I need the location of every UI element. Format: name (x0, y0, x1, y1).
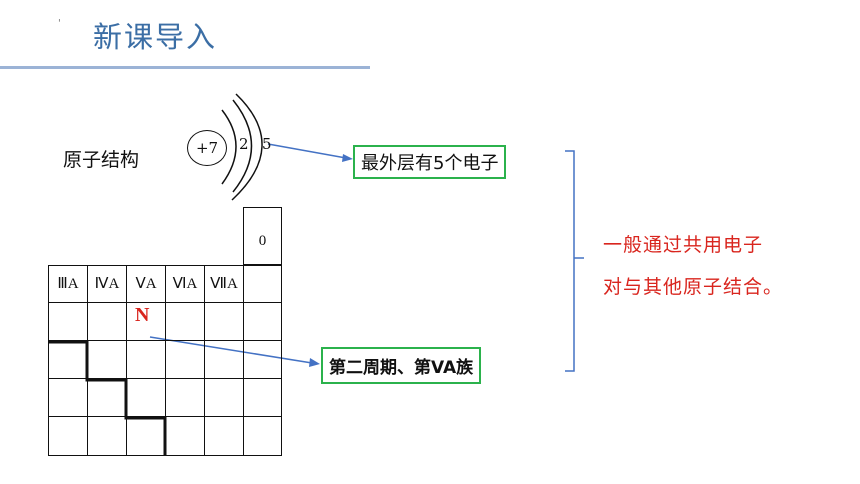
grid-cell (48, 340, 88, 379)
grid-cell (243, 302, 282, 341)
shell-arc-1 (221, 109, 237, 185)
shell-1-electrons: 2 (239, 135, 249, 153)
period-group-callout: 第二周期、第VA族 (321, 347, 482, 384)
grid-cell (126, 416, 166, 456)
group-header-6a: ⅥA (165, 265, 205, 303)
grid-cell (204, 378, 244, 417)
grid-cell (165, 340, 205, 379)
grid-cell (48, 416, 88, 456)
note-line-2: 对与其他原子结合。 (603, 276, 784, 298)
grid-cell (87, 340, 127, 379)
group-header-3a: ⅢA (48, 265, 88, 303)
grid-cell (87, 378, 127, 417)
grid-cell (48, 302, 88, 341)
outer-electron-callout: 最外层有5个电子 (353, 145, 507, 179)
grid-cell (165, 378, 205, 417)
grid-cell (243, 265, 282, 303)
grid-cell (204, 302, 244, 341)
grid-cell (165, 302, 205, 341)
arrow-to-position (149, 336, 313, 364)
grid-cell (243, 416, 282, 456)
arrowhead-2 (309, 358, 320, 367)
arrowhead-1 (342, 154, 353, 162)
arrow-to-outer-electrons (267, 143, 347, 159)
grid-cell (126, 378, 166, 417)
grid-cell (204, 416, 244, 456)
grid-cell (204, 340, 244, 379)
shell-arc-2 (232, 99, 253, 193)
grid-cell (48, 378, 88, 417)
grid-cell (87, 416, 127, 456)
grid-cell (165, 416, 205, 456)
shell-2-electrons: 5 (262, 135, 272, 153)
shell-arc-3 (231, 93, 263, 201)
nucleus-circle: +7 (187, 130, 227, 166)
title-underline (0, 66, 370, 69)
grid-cell (126, 340, 166, 379)
nitrogen-cell: N (126, 302, 166, 341)
grid-cell (87, 302, 127, 341)
tick-mark: ' (58, 18, 61, 29)
group-header-7a: ⅦA (204, 265, 244, 303)
right-bracket (565, 150, 584, 372)
group-header-5a: ⅤA (126, 265, 166, 303)
note-line-1: 一般通过共用电子 (603, 234, 764, 256)
grid-cell (243, 378, 282, 417)
group-header-4a: ⅣA (87, 265, 127, 303)
slide-title: 新课导入 (93, 20, 218, 54)
noble-gas-header: 0 (243, 207, 282, 265)
grid-cell (243, 340, 282, 379)
atom-structure-label: 原子结构 (63, 149, 140, 171)
